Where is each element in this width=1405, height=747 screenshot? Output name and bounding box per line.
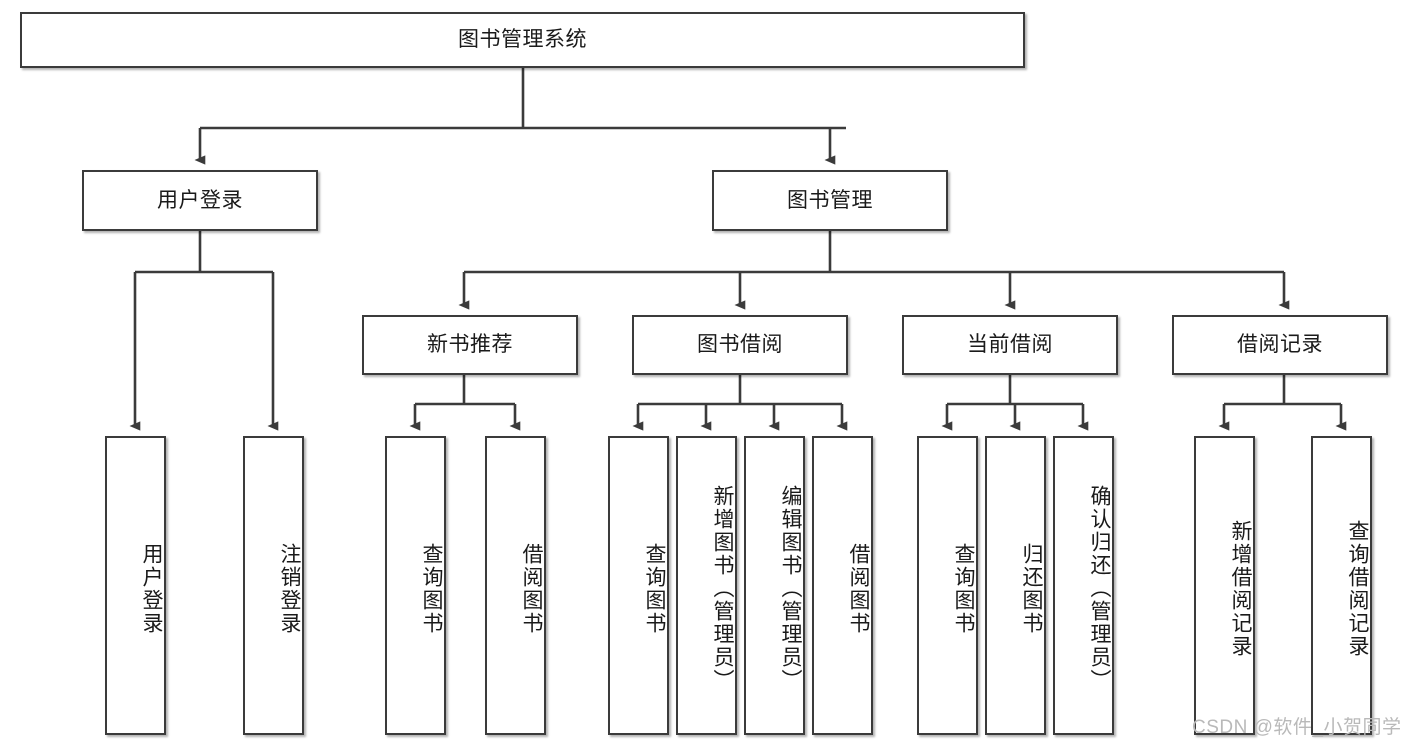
node-current-borrow[interactable]: 当前借阅 (902, 315, 1118, 375)
node-leaf-borrow-book-recommend[interactable]: 借阅图书 (485, 436, 546, 735)
node-book-management[interactable]: 图书管理 (712, 170, 948, 231)
node-book-borrow[interactable]: 图书借阅 (632, 315, 848, 375)
node-leaf-query-book-borrow[interactable]: 查询图书 (608, 436, 669, 735)
node-leaf-logout[interactable]: 注销登录 (243, 436, 304, 735)
node-new-book-recommend[interactable]: 新书推荐 (362, 315, 578, 375)
node-leaf-query-borrow-record[interactable]: 查询借阅记录 (1311, 436, 1372, 735)
node-leaf-query-book-recommend[interactable]: 查询图书 (385, 436, 446, 735)
node-user-login[interactable]: 用户登录 (82, 170, 318, 231)
node-leaf-borrow-book[interactable]: 借阅图书 (812, 436, 873, 735)
node-leaf-user-login[interactable]: 用户登录 (105, 436, 166, 735)
node-root-system[interactable]: 图书管理系统 (20, 12, 1025, 68)
node-leaf-return-book[interactable]: 归还图书 (985, 436, 1046, 735)
node-leaf-add-borrow-record[interactable]: 新增借阅记录 (1194, 436, 1255, 735)
node-leaf-confirm-return-admin[interactable]: 确认归还（管理员） (1053, 436, 1114, 735)
node-borrow-record[interactable]: 借阅记录 (1172, 315, 1388, 375)
node-leaf-add-book-admin[interactable]: 新增图书（管理员） (676, 436, 737, 735)
node-leaf-query-book-current[interactable]: 查询图书 (917, 436, 978, 735)
csdn-watermark: CSDN @软件_小贺同学 (1192, 717, 1402, 738)
node-leaf-edit-book-admin[interactable]: 编辑图书（管理员） (744, 436, 805, 735)
